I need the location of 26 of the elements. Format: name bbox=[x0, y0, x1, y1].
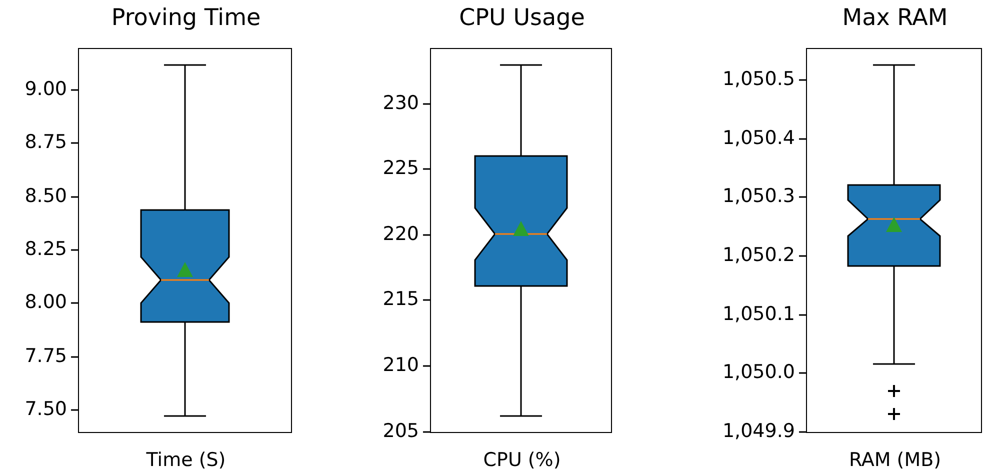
tick-label: 215 bbox=[382, 288, 419, 310]
panel-title: Proving Time bbox=[110, 5, 262, 31]
tick-label: 8.50 bbox=[24, 185, 67, 207]
axis-label: RAM (MB) bbox=[848, 449, 942, 471]
tick-label: 9.00 bbox=[24, 78, 67, 100]
tick-label: 8.00 bbox=[24, 291, 67, 313]
tick-label: 1,050.4 bbox=[722, 127, 795, 149]
tick-label: 7.75 bbox=[24, 345, 67, 367]
axis-label: Time (S) bbox=[145, 449, 227, 471]
axis-label: CPU (%) bbox=[482, 449, 562, 471]
tick-label: 220 bbox=[382, 223, 419, 245]
tick-label: 8.25 bbox=[24, 238, 67, 260]
tick-label: 1,050.3 bbox=[722, 185, 795, 207]
tick-label: 1,050.1 bbox=[722, 303, 795, 325]
tick-label: 1,050.2 bbox=[722, 244, 795, 266]
tick-label: 7.50 bbox=[24, 398, 67, 420]
panel-title: CPU Usage bbox=[458, 5, 586, 31]
tick-label: 1,050.5 bbox=[722, 68, 795, 90]
tick-label: 225 bbox=[382, 157, 419, 179]
panel-title: Max RAM bbox=[841, 5, 949, 31]
tick-label: 1,050.0 bbox=[722, 361, 795, 383]
tick-label: 210 bbox=[382, 354, 419, 376]
tick-label: 8.75 bbox=[24, 131, 67, 153]
tick-label: 205 bbox=[382, 420, 419, 442]
tick-label: 1,049.9 bbox=[722, 420, 795, 442]
tick-label: 230 bbox=[382, 92, 419, 114]
